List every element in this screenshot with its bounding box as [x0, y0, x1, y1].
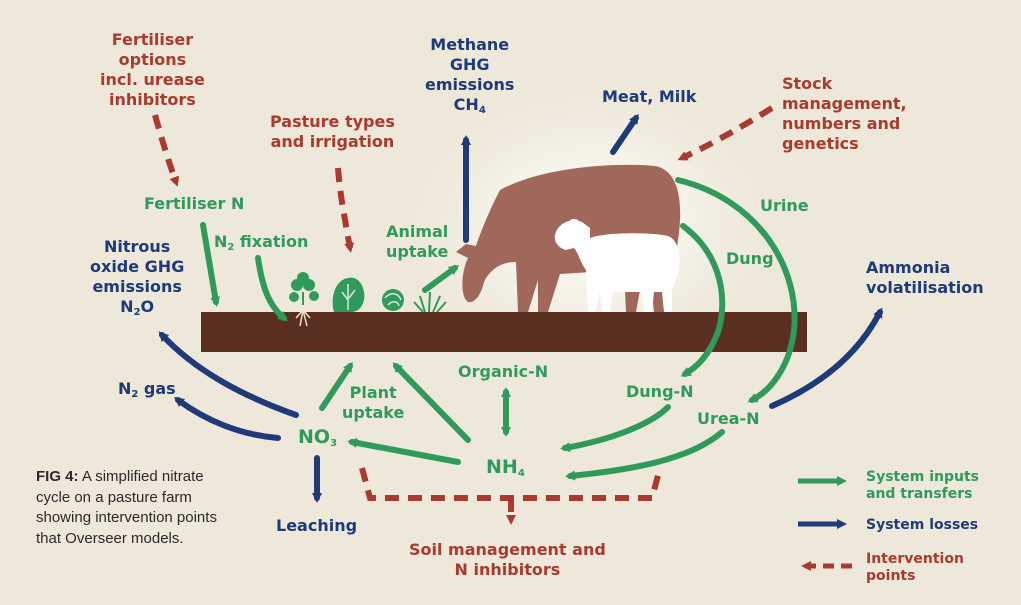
sheep-icon [554, 219, 680, 312]
animal-uptake-label: Animal uptake [386, 222, 449, 261]
fertiliser-n-arrow [200, 222, 221, 307]
urine-label: Urine [760, 196, 809, 215]
cabbage-icon [382, 289, 404, 311]
leaching-label: Leaching [276, 516, 358, 535]
fertiliser-options-arrow [152, 114, 179, 187]
stock-management-arrow [677, 105, 774, 161]
ammonia-label: Ammonia volatilisation [866, 258, 984, 297]
no3-label: NO3 [298, 426, 338, 449]
n2-fixation-arrow [255, 255, 288, 322]
urine-arrow [675, 177, 798, 403]
legend-intervention-label: Intervention points [866, 551, 964, 584]
nh4-to-no3-arrow [347, 438, 461, 465]
pasture-types-label: Pasture types and irrigation [270, 112, 395, 151]
organic-n-label: Organic-N [458, 362, 549, 381]
legend-swatches [798, 476, 852, 571]
meat-milk-arrow [610, 113, 639, 155]
methane-label: Methane GHG emissions CH4 [425, 35, 515, 116]
ammonia-arrow [769, 307, 883, 409]
dung-arrow [680, 223, 726, 377]
dung-n-label: Dung-N [626, 382, 694, 401]
legend-losses-label: System losses [866, 517, 979, 533]
lettuce-icon [332, 277, 365, 312]
urea-n-to-nh4-arrow [565, 429, 725, 481]
pasture-types-arrow [335, 167, 355, 253]
stock-management-label: Stock management, numbers and genetics [782, 74, 907, 153]
meat-milk-label: Meat, Milk [602, 87, 697, 106]
urea-n-label: Urea-N [697, 409, 760, 428]
n2-fixation-label: N2 fixation [214, 232, 309, 253]
grass-icon [413, 291, 447, 313]
no3-to-plant-arrow [319, 361, 353, 411]
legend-inputs-label: System inputs and transfers [866, 469, 979, 502]
n2-gas-label: N2 gas [118, 379, 176, 400]
plant-uptake-label: Plant uptake [342, 383, 405, 422]
caption-text: A simplified nitrate cycle on a pasture … [36, 468, 217, 547]
animal-uptake-arrow [422, 265, 460, 293]
soil-management-label: Soil management and N inhibitors [409, 540, 606, 579]
figure-caption: FIG 4: A simplified nitrate cycle on a p… [36, 467, 236, 549]
nitrous-oxide-arrow [158, 331, 299, 418]
nh4-to-plant-arrow [392, 362, 471, 443]
nitrous-oxide-label: Nitrous oxide GHG emissions N2O [90, 237, 185, 318]
fertiliser-options-label: Fertiliser options incl. urease inhibito… [100, 30, 205, 109]
clover-icon [289, 272, 319, 327]
n2-gas-arrow [173, 397, 281, 441]
fertiliser-n-label: Fertiliser N [144, 194, 245, 213]
dung-label: Dung [726, 249, 774, 268]
nh4-label: NH4 [486, 456, 525, 479]
dung-n-to-nh4-arrow [560, 404, 671, 453]
caption-prefix: FIG 4: [36, 468, 79, 485]
